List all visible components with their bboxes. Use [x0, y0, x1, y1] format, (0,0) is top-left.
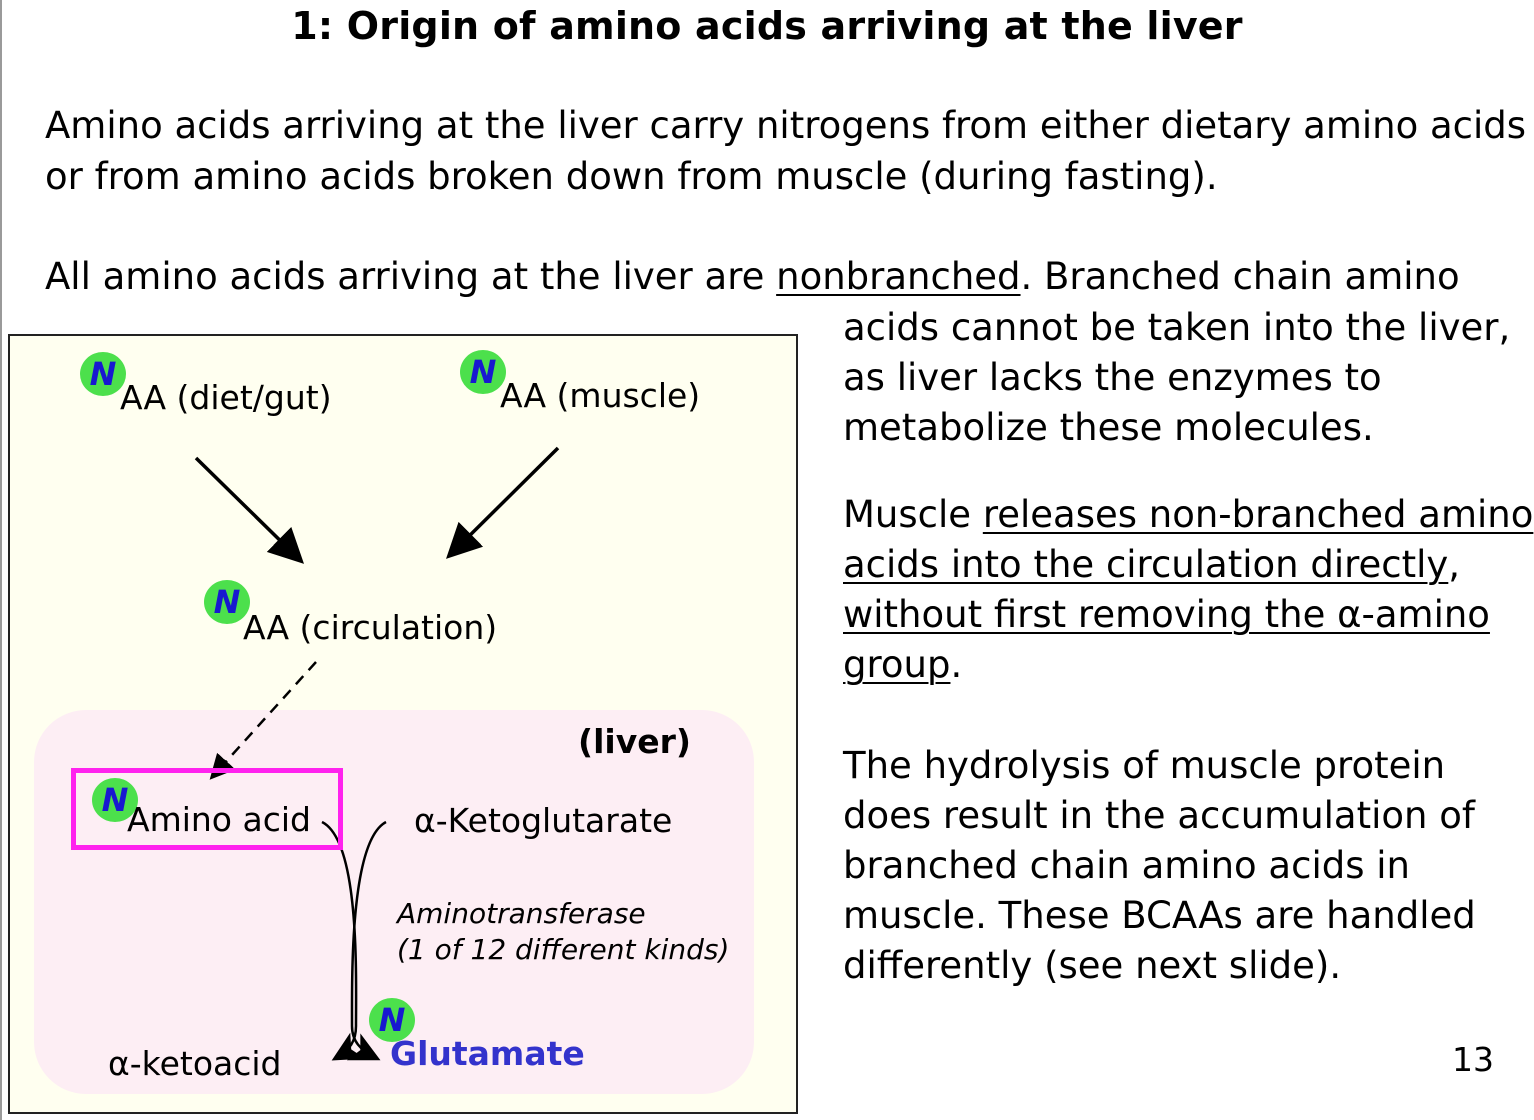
hydrolysis-line-4: muscle. These BCAAs are handled	[843, 894, 1476, 937]
nonbranched-emphasis: nonbranched	[776, 255, 1021, 298]
muscle-release-line-2: acids into the circulation directly,	[843, 540, 1460, 590]
enzyme-name-label: Aminotransferase	[397, 897, 646, 930]
nitrogen-badge-diet: N	[80, 352, 126, 396]
nitrogen-badge-amino-acid: N	[92, 778, 138, 822]
nonbranched-line-4: metabolize these molecules.	[843, 406, 1374, 449]
ketoglutarate-label: α-Ketoglutarate	[414, 801, 673, 840]
arrow-diet-to-circulation	[194, 456, 304, 564]
muscle-release-underlined-3: without first removing the α-amino	[843, 593, 1490, 636]
arrow-ketoglutarate-to-glutamate	[346, 820, 387, 1061]
ketoacid-label: α-ketoacid	[108, 1044, 282, 1083]
aa-muscle-label: AA (muscle)	[500, 376, 701, 415]
muscle-release-underlined-1: releases non-branched amino	[982, 493, 1534, 536]
nonbranched-line-2: acids cannot be taken into the liver,	[843, 306, 1511, 349]
hydrolysis-line-1: The hydrolysis of muscle protein	[843, 744, 1446, 787]
liver-label: (liver)	[578, 722, 691, 761]
page-number: 13	[1452, 1040, 1494, 1079]
nitrogen-badge-circulation: N	[204, 580, 250, 624]
muscle-release-period: .	[950, 643, 963, 686]
intro-line-1: Amino acids arriving at the liver carry …	[45, 104, 1527, 147]
arrow-circulation-to-liver	[209, 661, 317, 780]
hydrolysis-line-3: branched chain amino acids in	[843, 844, 1410, 887]
muscle-release-line-3: without first removing the α-amino	[843, 590, 1490, 640]
glutamate-label: Glutamate	[390, 1034, 585, 1073]
muscle-release-underlined-2: acids into the circulation directly	[843, 543, 1449, 586]
muscle-release-comma: ,	[1448, 543, 1461, 586]
diagram-arrows	[194, 446, 560, 1061]
muscle-release-line-1: Muscle releases non-branched amino	[843, 490, 1533, 540]
aa-circulation-label: AA (circulation)	[243, 608, 498, 647]
hydrolysis-line-2: does result in the accumulation of	[843, 794, 1475, 837]
nonbranched-text-a: All amino acids arriving at the liver ar…	[45, 255, 777, 298]
muscle-release-underlined-4: group	[843, 643, 951, 686]
nonbranched-line-1: All amino acids arriving at the liver ar…	[45, 252, 1460, 302]
amino-acid-highlight-box	[71, 768, 343, 850]
muscle-release-line-4: group.	[843, 640, 962, 690]
muscle-release-text-a: Muscle	[843, 493, 983, 536]
nitrogen-badge-glutamate: N	[369, 998, 415, 1042]
amino-acid-flow-diagram: N AA (diet/gut) N AA (muscle) N AA (circ…	[8, 334, 798, 1114]
nonbranched-line-3: as liver lacks the enzymes to	[843, 356, 1382, 399]
enzyme-kinds-label: (1 of 12 different kinds)	[397, 933, 730, 966]
amino-acid-label: Amino acid	[127, 800, 311, 839]
intro-line-2: or from amino acids broken down from mus…	[45, 155, 1218, 198]
hydrolysis-line-5: differently (see next slide).	[843, 944, 1342, 987]
slide-title: 1: Origin of amino acids arriving at the…	[291, 4, 1243, 48]
nonbranched-text-b: . Branched chain amino	[1020, 255, 1460, 298]
arrow-muscle-to-circulation	[446, 446, 560, 559]
aa-diet-label: AA (diet/gut)	[120, 378, 332, 417]
slide-left-border	[0, 0, 2, 1120]
nitrogen-badge-muscle: N	[460, 350, 506, 394]
